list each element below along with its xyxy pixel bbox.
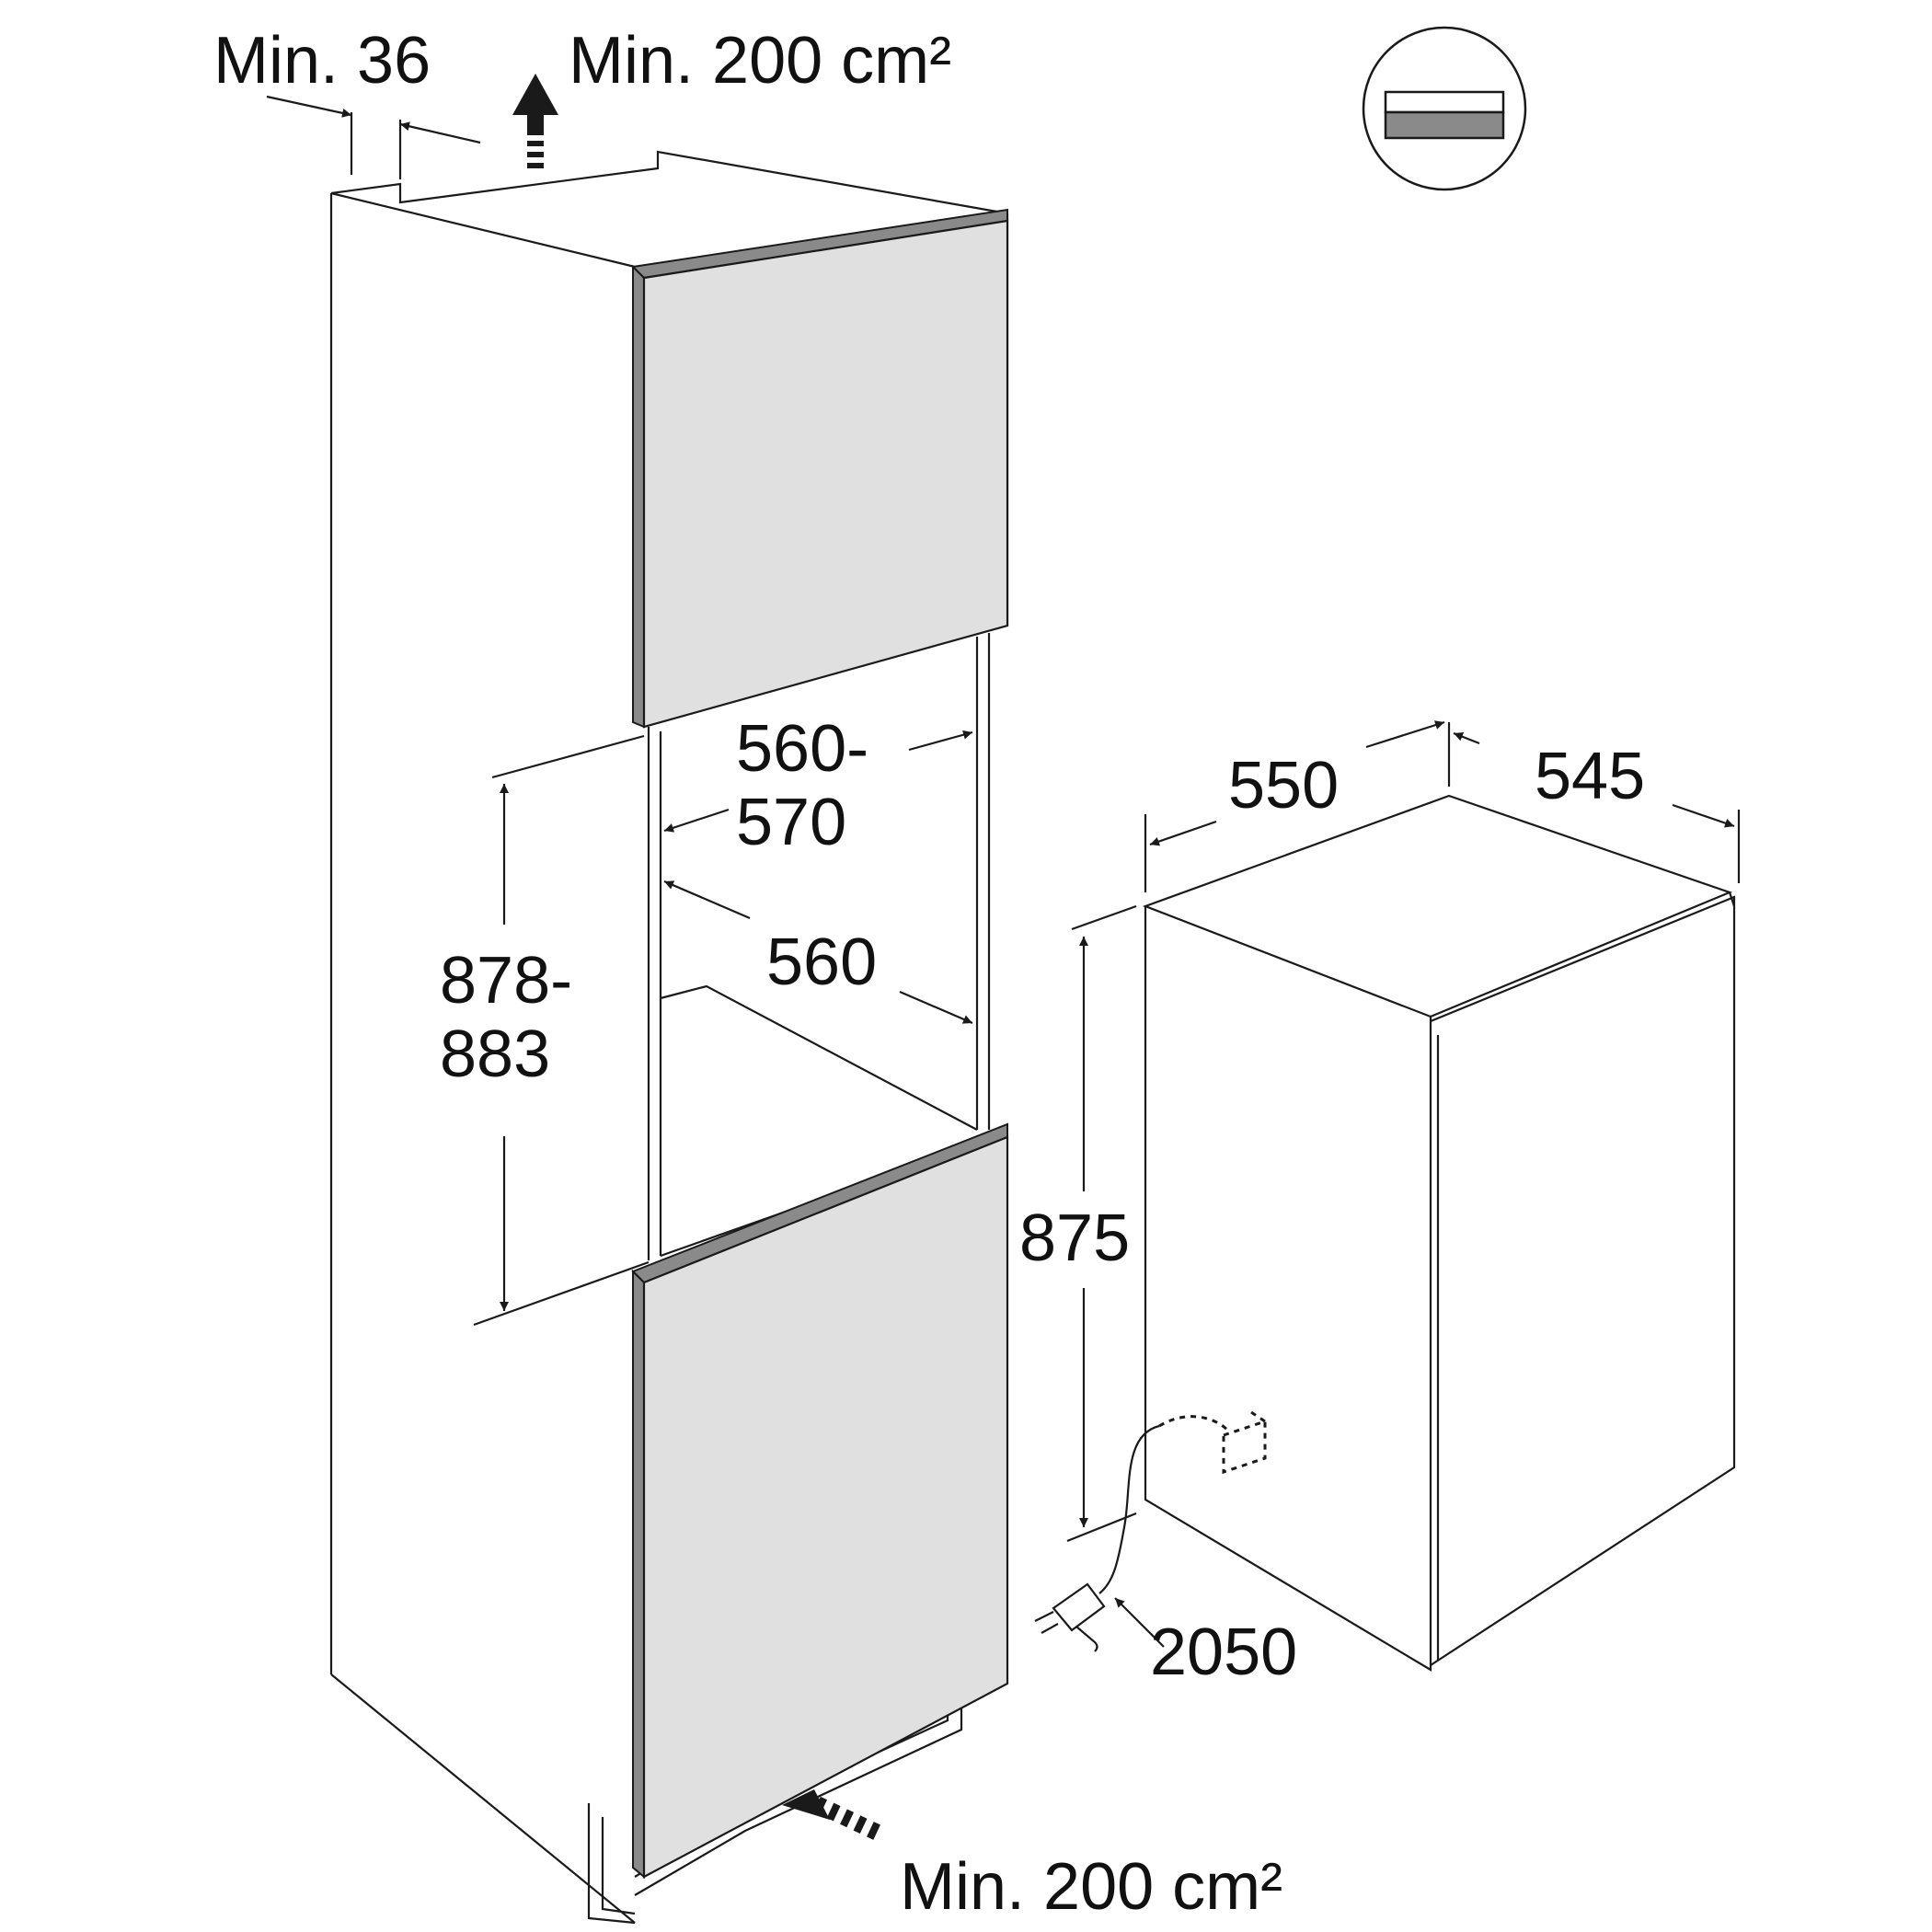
top-gap-dimension: [266, 95, 481, 179]
appliance-depth-dimension: [1453, 731, 1741, 883]
niche-height-label-a: 878-: [440, 944, 572, 1018]
cable-length-label: 2050: [1150, 1616, 1297, 1689]
bottom-vent-arrow: [782, 1789, 885, 1843]
integrated-appliance-icon: [1362, 26, 1527, 191]
niche-width-label-a: 560-: [736, 712, 868, 786]
upper-door: [630, 208, 1009, 729]
power-cable: [1098, 1415, 1230, 1594]
niche-width-dimension: [663, 730, 973, 833]
appliance-height-label: 875: [1019, 1202, 1130, 1275]
appliance-width-dimension: [1144, 720, 1451, 892]
socket-icon: [1222, 1410, 1267, 1475]
bottom-vent-label: Min. 200 cm²: [900, 1850, 1282, 1924]
plug-icon: [1034, 1582, 1106, 1652]
niche-depth-label: 560: [766, 926, 877, 999]
lower-door: [631, 1122, 1009, 1880]
cable-length-dimension: [1114, 1597, 1165, 1648]
niche-width-label-b: 570: [736, 786, 846, 859]
niche-height-dimension: [473, 734, 650, 1327]
top-gap-label: Min. 36: [213, 24, 431, 98]
niche-height-label-b: 883: [440, 1018, 550, 1091]
top-vent-arrow: [512, 74, 558, 168]
top-vent-label: Min. 200 cm²: [569, 24, 951, 98]
appliance-width-label: 550: [1228, 749, 1339, 822]
niche-depth-dimension: [663, 880, 973, 1025]
appliance-depth-label: 545: [1535, 740, 1645, 813]
appliance: [1142, 794, 1736, 1672]
